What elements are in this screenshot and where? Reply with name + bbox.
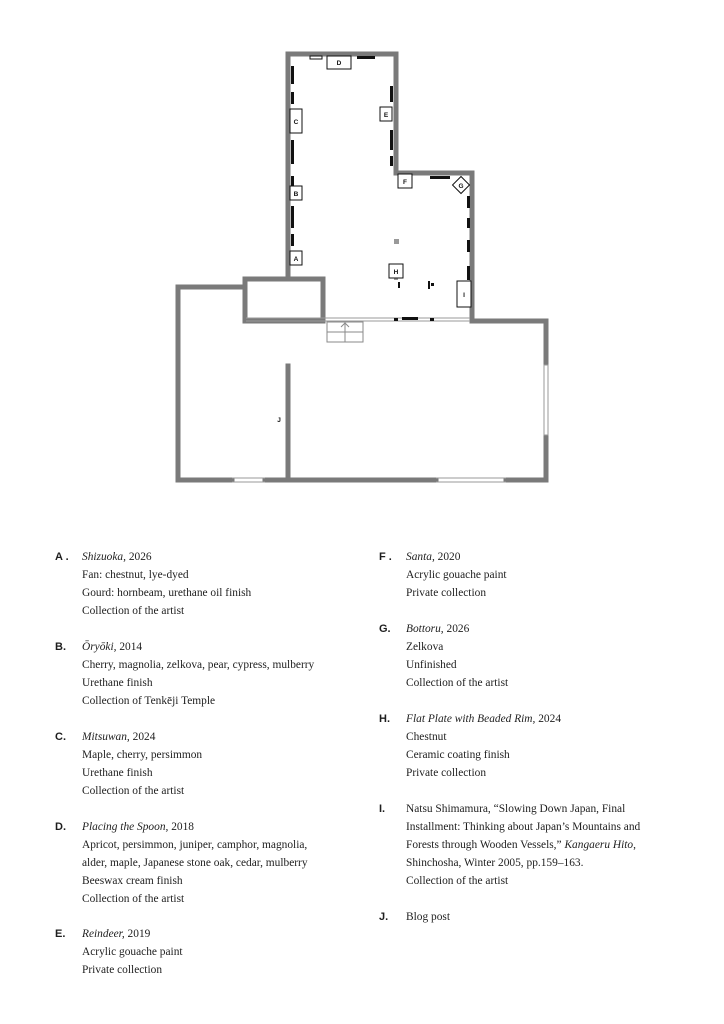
entry-j: J. Blog post [379, 908, 450, 926]
marker-box-h [388, 263, 404, 279]
work-title: Mitsuwan, [82, 731, 130, 743]
wall [285, 51, 475, 323]
detail-line: Maple, cherry, persimmon [82, 749, 203, 761]
work-title: Shizuoka, [82, 551, 126, 563]
work-title: Ōryōki, [82, 641, 117, 653]
detail-line: Private collection [406, 587, 487, 599]
detail-line: Unfinished [406, 659, 457, 671]
entry-i: I. Natsu Shimamura, “Slowing Down Japan,… [379, 800, 669, 890]
floor-plan: A B C D E F G H I J [175, 51, 549, 483]
detail-line: Urethane finish [82, 767, 153, 779]
entry-letter: G. [379, 623, 391, 635]
marker-label-j: J [277, 417, 281, 424]
marker-label-f: F [403, 179, 407, 186]
detail-line: Collection of Tenkēji Temple [82, 695, 216, 707]
work-title: Bottoru, [406, 623, 444, 635]
entry-b: B. Ōryōki, 2014 Cherry, magnolia, zelkov… [55, 638, 314, 710]
work-title: Santa, [406, 551, 435, 563]
entrance-steps [326, 321, 364, 343]
marker-label-i: I [463, 292, 465, 299]
citation-publication: Kangaeru Hito [564, 839, 634, 851]
work-year: 2024 [129, 731, 156, 743]
entry-f: F . Santa, 2020 Acrylic gouache paint Pr… [379, 548, 507, 602]
detail-line: Collection of the artist [82, 785, 185, 797]
marker-label-e: E [384, 112, 389, 119]
detail-line: Cherry, magnolia, zelkova, pear, cypress… [82, 659, 315, 671]
entry-letter: C. [55, 731, 66, 743]
entry-h: H. Flat Plate with Beaded Rim, 2024 Ches… [379, 710, 561, 782]
marker-label-b: B [294, 191, 299, 198]
detail-line: Collection of the artist [406, 875, 509, 887]
marker-box-a [289, 250, 303, 266]
entry-letter: H. [379, 713, 390, 725]
entry-d: D. Placing the Spoon, 2018 Apricot, pers… [55, 818, 308, 908]
marker-label-h: H [394, 269, 399, 276]
vestibule-wall [242, 276, 326, 324]
marker-label-c: C [294, 119, 299, 126]
entry-letter: J. [379, 911, 389, 923]
detail-line: Fan: chestnut, lye-dyed [82, 569, 189, 581]
marker-box-d [326, 55, 352, 70]
work-year: 2026 [443, 623, 470, 635]
wall [175, 284, 248, 483]
detail-line: Beeswax cream finish [82, 875, 183, 887]
citation-pre: Natsu Shimamura, “Slowing Down Japan, Fi… [406, 803, 641, 851]
work-title: Flat Plate with Beaded Rim, [406, 713, 536, 725]
work-year: 2026 [125, 551, 152, 563]
wall [469, 318, 549, 483]
work-title: Placing the Spoon, [82, 821, 169, 833]
entry-letter: B. [55, 641, 66, 653]
detail-line: alder, maple, Japanese stone oak, cedar,… [82, 857, 308, 869]
detail-line: Urethane finish [82, 677, 153, 689]
entry-g: G. Bottoru, 2026 Zelkova Unfinished Coll… [379, 620, 508, 692]
entry-e: E. Reindeer, 2019 Acrylic gouache paint … [55, 925, 183, 979]
entry-letter: D. [55, 821, 66, 833]
detail-line: Chestnut [406, 731, 447, 743]
detail-line: Apricot, persimmon, juniper, camphor, ma… [82, 839, 308, 851]
detail-line: Collection of the artist [82, 893, 185, 905]
entry-letter: A . [55, 551, 69, 563]
detail-line: Gourd: hornbeam, urethane oil finish [82, 587, 252, 599]
work-year: 2024 [535, 713, 562, 725]
work-year: 2018 [168, 821, 195, 833]
detail-line: Collection of the artist [406, 677, 509, 689]
marker-box-b [289, 185, 303, 201]
detail-line: Ceramic coating finish [406, 749, 510, 761]
citation-text: Natsu Shimamura, “Slowing Down Japan, Fi… [406, 800, 669, 872]
marker-box-c [289, 108, 303, 134]
marker-box-e [379, 106, 393, 122]
detail-line: Blog post [406, 911, 450, 923]
detail-line: Acrylic gouache paint [82, 946, 183, 958]
entry-letter: I. [379, 803, 386, 815]
entry-c: C. Mitsuwan, 2024 Maple, cherry, persimm… [55, 728, 202, 800]
entry-letter: E. [55, 928, 66, 940]
detail-line: Acrylic gouache paint [406, 569, 507, 581]
work-title: Reindeer, [82, 928, 125, 940]
marker-box-g [451, 175, 471, 195]
entry-letter: F . [379, 551, 392, 563]
detail-line: Private collection [82, 964, 163, 976]
detail-line: Private collection [406, 767, 487, 779]
work-year: 2020 [434, 551, 461, 563]
marker-label-d: D [337, 60, 342, 67]
marker-label-a: A [294, 256, 299, 263]
entry-a: A . Shizuoka, 2026 Fan: chestnut, lye-dy… [55, 548, 251, 620]
detail-line: Zelkova [406, 641, 444, 653]
marker-label-g: G [458, 183, 463, 190]
marker-box-i [456, 280, 472, 308]
work-year: 2019 [124, 928, 151, 940]
marker-box-f [397, 173, 413, 189]
citation-post: , Shinchosha, Winter 2005, pp.159–163. [406, 839, 636, 869]
detail-line: Collection of the artist [82, 605, 185, 617]
work-year: 2014 [116, 641, 143, 653]
